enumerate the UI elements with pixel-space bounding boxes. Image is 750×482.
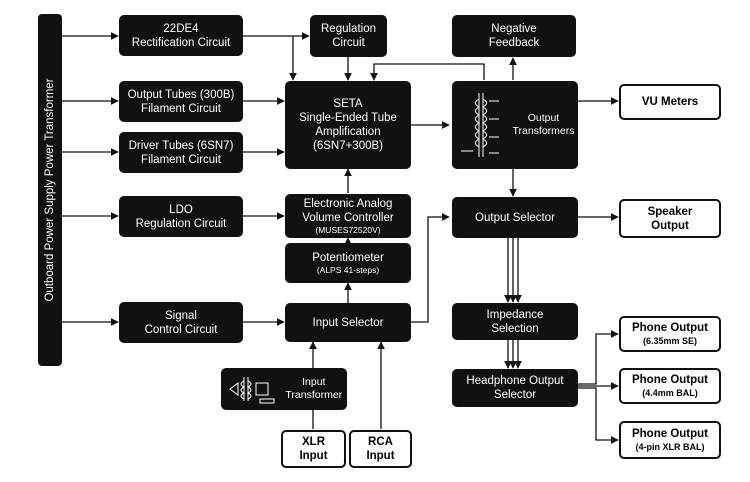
phone-output-xlr-box: Phone Output (4-pin XLR BAL) (619, 421, 721, 459)
transformer-schematic-icon (228, 377, 275, 404)
output-selector-block: Output Selector (452, 197, 578, 238)
power-transformer-label: Outboard Power Supply Power Transformer (44, 78, 56, 302)
phone-output-4-4mm-box: Phone Output (4.4mm BAL) (619, 368, 721, 404)
arrow-outxfmr-to-seta (370, 63, 485, 81)
input-transformer-block: Input Transformer (221, 368, 347, 410)
arrow-hpsel-to-phone1 (578, 330, 619, 385)
power-transformer-bar: Outboard Power Supply Power Transformer (38, 14, 62, 366)
output-transformers-block: Output Transformers (452, 81, 578, 169)
transformer-schematic-icon (461, 93, 500, 157)
potentiometer-block: Potentiometer (ALPS 41-steps) (285, 243, 411, 283)
output-filament-block: Output Tubes (300B)Filament Circuit (119, 81, 243, 122)
phone-output-6-35mm-box: Phone Output (6.35mm SE) (619, 316, 721, 352)
arrow-inputsel-to-outsel (411, 213, 450, 323)
vu-meters-box: VU Meters (619, 84, 721, 120)
input-selector-block: Input Selector (285, 303, 411, 342)
driver-filament-block: Driver Tubes (6SN7)Filament Circuit (119, 132, 243, 173)
arrow-hpsel-to-phone3 (578, 387, 619, 444)
